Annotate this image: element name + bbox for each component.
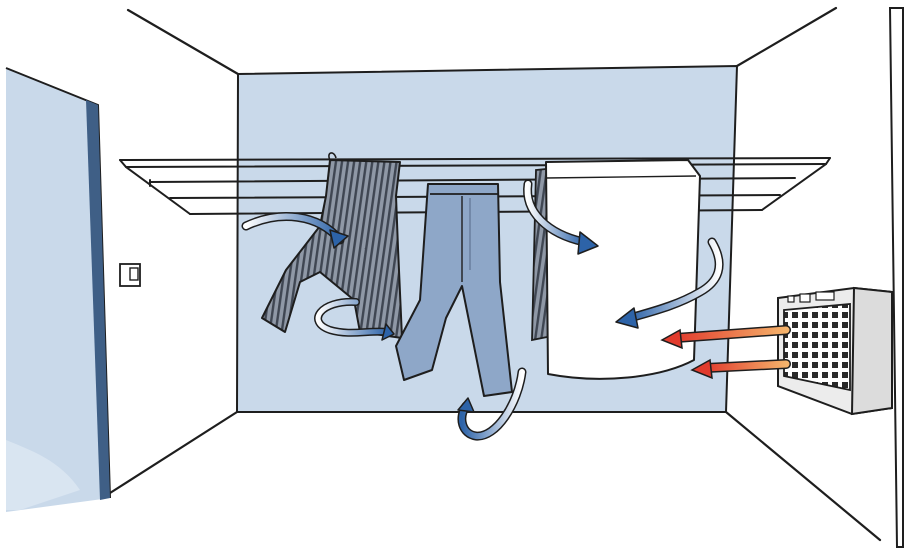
door	[6, 68, 110, 512]
light-switch	[120, 264, 140, 286]
heater	[778, 288, 892, 414]
right-wall-edge	[890, 8, 903, 547]
